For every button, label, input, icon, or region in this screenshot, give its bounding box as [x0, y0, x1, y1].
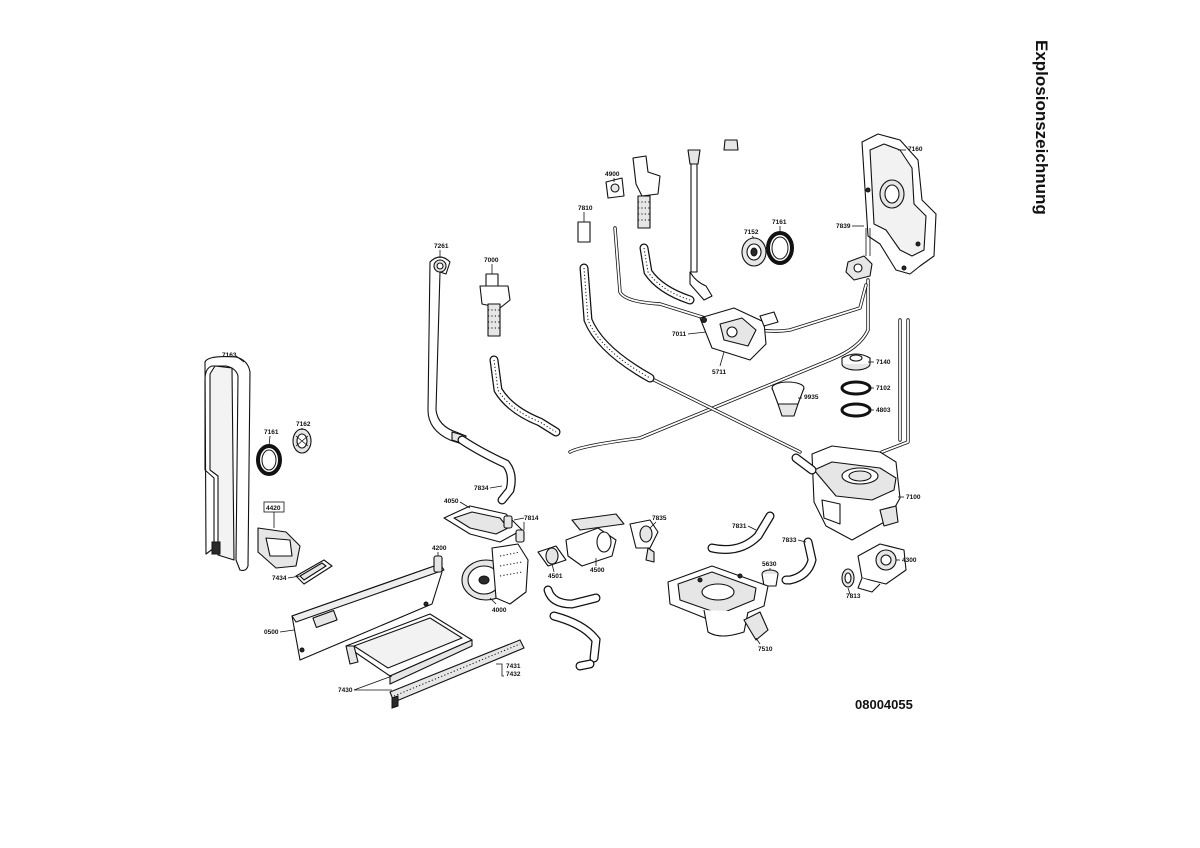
circulation-pump-4000	[461, 543, 529, 605]
seal-ring-7161-left	[256, 444, 282, 476]
callout-7152: 7152	[744, 229, 759, 236]
callout-4200: 4200	[432, 545, 447, 552]
cover-7434	[295, 559, 333, 585]
inlet-valve-7000	[479, 273, 511, 337]
hose-upper	[632, 155, 695, 305]
callout-7510: 7510	[758, 646, 773, 653]
clips-7814	[503, 515, 525, 543]
callout-7810: 7810	[578, 205, 593, 212]
callout-7161-top: 7161	[772, 219, 787, 226]
filter-cap-7162-left	[292, 428, 312, 454]
pipe-top	[687, 139, 739, 301]
callouts: 7163 7161 7162 4420 7434 0500 7430 7431 …	[222, 146, 923, 694]
heater-4500	[565, 513, 625, 567]
callout-4050: 4050	[444, 498, 459, 505]
side-seal-7163	[204, 356, 251, 572]
callout-7831: 7831	[732, 523, 747, 530]
callout-7163: 7163	[222, 352, 237, 359]
hose-7833	[781, 537, 817, 585]
callout-9935: 9935	[804, 394, 819, 401]
callout-4300: 4300	[902, 557, 917, 564]
document-number: 08004055	[855, 697, 913, 712]
callout-7834: 7834	[474, 485, 489, 492]
drain-pump-4300	[857, 543, 907, 593]
callout-4501: 4501	[548, 573, 563, 580]
seal-ring-4803	[840, 402, 872, 418]
bracket-4420	[257, 527, 301, 569]
sump-housing-7510	[667, 565, 769, 641]
tray-7430	[345, 613, 473, 685]
heater-bracket-4050	[443, 505, 523, 543]
callout-7813: 7813	[846, 593, 861, 600]
callout-7833: 7833	[782, 537, 797, 544]
callout-7839: 7839	[836, 223, 851, 230]
hose-7834	[457, 435, 516, 505]
callout-7000: 7000	[484, 257, 499, 264]
seal-ring-7161-top	[766, 231, 794, 265]
callout-7434: 7434	[272, 575, 287, 582]
hose-4900	[605, 177, 625, 199]
clip-4200	[433, 555, 443, 573]
callout-7261: 7261	[434, 243, 449, 250]
callout-7814: 7814	[524, 515, 539, 522]
sensor-board-7011	[699, 307, 779, 361]
supply-pipe-7261	[427, 256, 467, 445]
callout-4420: 4420	[266, 505, 281, 512]
callout-7431: 7431	[506, 663, 521, 670]
diagram-title: Explosionszeichnung	[1032, 40, 1051, 215]
callout-7160: 7160	[908, 146, 923, 153]
callout-7432: 7432	[506, 671, 521, 678]
seal-ring-7813	[841, 568, 855, 588]
callout-5630: 5630	[762, 561, 777, 568]
filter-cap-7152	[741, 237, 767, 267]
inlet-hose	[489, 355, 561, 437]
callout-7162-left: 7162	[296, 421, 311, 428]
fitting-4501	[537, 545, 567, 567]
callout-7100: 7100	[906, 494, 921, 501]
callout-4803: 4803	[876, 407, 891, 414]
callout-0500: 0500	[264, 629, 279, 636]
callout-4500: 4500	[590, 567, 605, 574]
cap-5630	[761, 569, 779, 587]
hoses-bottom	[543, 585, 601, 671]
clip-7839	[845, 228, 873, 281]
filter-9935	[771, 381, 805, 417]
callout-7430: 7430	[338, 687, 353, 694]
rail-7431-7432	[389, 639, 525, 709]
callout-7835: 7835	[652, 515, 667, 522]
callout-7140: 7140	[876, 359, 891, 366]
panel-7160	[861, 133, 937, 275]
cap-7140	[841, 353, 871, 371]
sump-assembly-7100	[791, 445, 901, 541]
drain-hose-7810	[577, 221, 655, 383]
callout-4000: 4000	[492, 607, 507, 614]
hose-7831	[707, 511, 775, 554]
seal-ring-7102	[840, 380, 872, 396]
bracket-panel-0500	[291, 563, 445, 661]
callout-7161-left: 7161	[264, 429, 279, 436]
callout-5711: 5711	[712, 369, 726, 376]
callout-4900: 4900	[605, 171, 620, 178]
callout-7102: 7102	[876, 385, 891, 392]
callout-7011: 7011	[672, 331, 686, 338]
connector-7835	[629, 519, 659, 563]
